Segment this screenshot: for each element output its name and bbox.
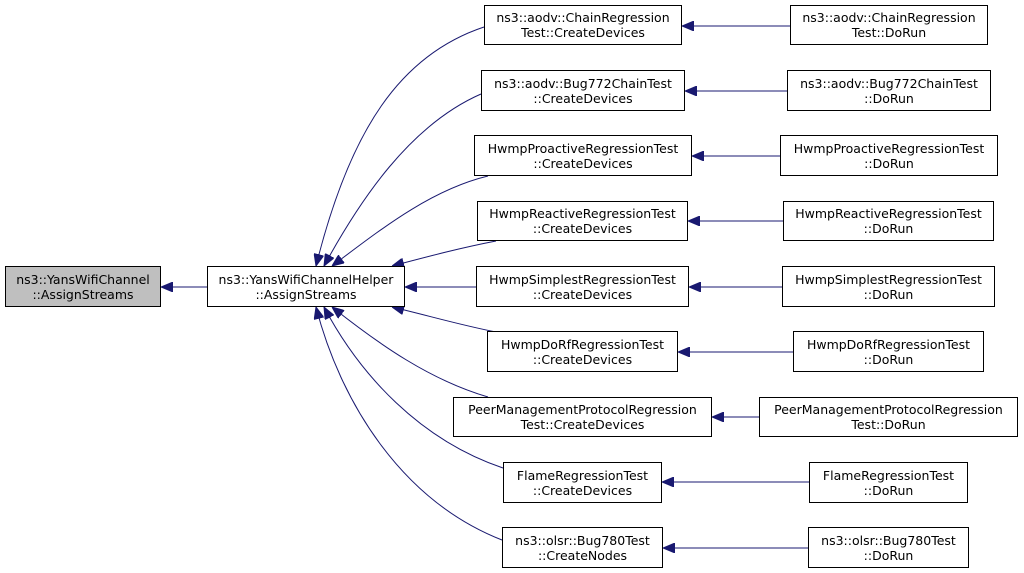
node-hwmpproactive-dorun[interactable]: HwmpProactiveRegressionTest ::DoRun (780, 135, 998, 176)
node-line-2: ::DoRun (863, 547, 914, 563)
edge-c6-to-helper (392, 307, 497, 333)
node-yanswifichannelhelper-assignstreams[interactable]: ns3::YansWifiChannelHelper ::AssignStrea… (207, 266, 405, 307)
node-line-2: ::DoRun (864, 90, 914, 106)
node-line-1: HwmpReactiveRegressionTest (795, 206, 982, 221)
node-hwmpsimplest-dorun[interactable]: HwmpSimplestRegressionTest ::DoRun (782, 266, 995, 307)
node-aodv-bug772chaintest-dorun[interactable]: ns3::aodv::Bug772ChainTest ::DoRun (787, 70, 991, 111)
edge-c7-to-helper (332, 307, 489, 398)
node-olsr-bug780test-createnodes[interactable]: ns3::olsr::Bug780Test ::CreateNodes (502, 527, 663, 568)
node-line-2: ::DoRun (863, 221, 914, 236)
node-peermanagement-dorun[interactable]: PeerManagementProtocolRegression Test::D… (759, 397, 1018, 437)
node-line-2: ::AssignStreams (32, 286, 134, 302)
node-line-2: ::CreateDevices (532, 286, 633, 302)
node-hwmpreactive-createdevices[interactable]: HwmpReactiveRegressionTest ::CreateDevic… (477, 201, 688, 241)
node-line-2: ::CreateDevices (533, 90, 633, 106)
node-line-1: FlameRegressionTest (822, 467, 955, 483)
node-line-2: Test::CreateDevices (520, 417, 645, 432)
node-olsr-bug780test-dorun[interactable]: ns3::olsr::Bug780Test ::DoRun (808, 527, 969, 568)
node-hwmpdorf-dorun[interactable]: HwmpDoRfRegressionTest ::DoRun (793, 331, 984, 372)
edge-c2-to-helper (324, 93, 482, 266)
node-line-2: ::CreateDevices (532, 482, 633, 498)
edge-c8-to-helper (324, 307, 504, 469)
node-flameregression-createdevices[interactable]: FlameRegressionTest ::CreateDevices (503, 462, 662, 503)
edge-c1-to-helper (316, 26, 485, 266)
node-line-2: Test::DoRun (851, 417, 926, 432)
node-line-2: ::CreateNodes (537, 547, 628, 563)
node-line-2: ::CreateDevices (533, 155, 633, 171)
node-hwmpreactive-dorun[interactable]: HwmpReactiveRegressionTest ::DoRun (783, 201, 994, 241)
node-line-2: ::DoRun (864, 155, 914, 171)
node-line-1: HwmpDoRfRegressionTest (500, 336, 665, 352)
node-aodv-chainregression-dorun[interactable]: ns3::aodv::ChainRegression Test::DoRun (790, 5, 988, 45)
node-line-1: ns3::YansWifiChannel (16, 271, 150, 287)
node-line-1: HwmpProactiveRegressionTest (793, 140, 985, 156)
node-line-1: HwmpSimplestRegressionTest (795, 271, 982, 287)
edge-c3-to-helper (332, 175, 489, 266)
node-line-2: ::CreateDevices (532, 351, 633, 367)
node-line-1: ns3::olsr::Bug780Test (821, 532, 956, 548)
node-aodv-bug772chaintest-createdevices[interactable]: ns3::aodv::Bug772ChainTest ::CreateDevic… (481, 70, 685, 111)
node-line-1: ns3::aodv::Bug772ChainTest (800, 75, 978, 91)
edge-c4-to-helper (392, 240, 497, 266)
node-aodv-chainregression-createdevices[interactable]: ns3::aodv::ChainRegression Test::CreateD… (484, 5, 682, 45)
node-line-1: HwmpSimplestRegressionTest (489, 271, 676, 287)
node-line-1: PeerManagementProtocolRegression (468, 402, 697, 417)
node-line-2: Test::CreateDevices (521, 25, 645, 40)
node-line-2: ::DoRun (863, 351, 914, 367)
node-line-2: ::CreateDevices (532, 221, 633, 236)
node-line-1: PeerManagementProtocolRegression (774, 402, 1003, 417)
node-line-1: ns3::olsr::Bug780Test (515, 532, 650, 548)
node-line-1: ns3::aodv::ChainRegression (496, 10, 670, 25)
node-line-1: ns3::aodv::ChainRegression (802, 10, 976, 25)
node-flameregression-dorun[interactable]: FlameRegressionTest ::DoRun (809, 462, 968, 503)
node-line-2: ::AssignStreams (255, 286, 357, 302)
node-line-1: ns3::aodv::Bug772ChainTest (494, 75, 672, 91)
node-hwmpdorf-createdevices[interactable]: HwmpDoRfRegressionTest ::CreateDevices (487, 331, 678, 372)
node-line-2: ::DoRun (863, 286, 914, 302)
edge-c9-to-helper (316, 307, 503, 541)
node-line-1: HwmpProactiveRegressionTest (487, 140, 679, 156)
node-hwmpsimplest-createdevices[interactable]: HwmpSimplestRegressionTest ::CreateDevic… (476, 266, 689, 307)
node-hwmpproactive-createdevices[interactable]: HwmpProactiveRegressionTest ::CreateDevi… (474, 135, 692, 176)
node-peermanagement-createdevices[interactable]: PeerManagementProtocolRegression Test::C… (453, 397, 712, 437)
node-line-1: ns3::YansWifiChannelHelper (218, 271, 394, 287)
node-line-1: FlameRegressionTest (516, 467, 649, 483)
node-line-1: HwmpReactiveRegressionTest (489, 206, 676, 221)
node-yanswifichannel-assignstreams: ns3::YansWifiChannel ::AssignStreams (5, 266, 161, 307)
node-line-2: ::DoRun (863, 482, 914, 498)
node-line-1: HwmpDoRfRegressionTest (806, 336, 971, 352)
node-line-2: Test::DoRun (851, 25, 927, 40)
